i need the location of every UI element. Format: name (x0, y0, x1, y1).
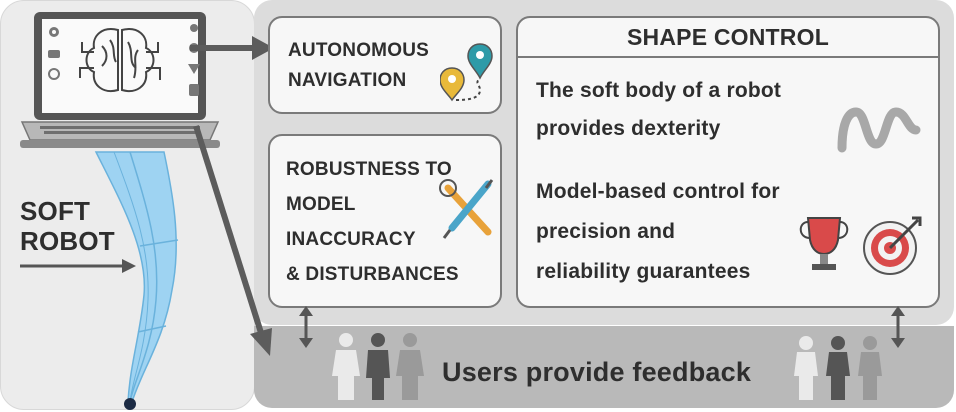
dexterity-line2: provides dexterity (536, 117, 721, 140)
brain-chip-icon (79, 28, 161, 92)
map-pin-icon (440, 43, 493, 102)
double-arrow-left-icon (299, 306, 313, 348)
model-control-line3: reliability guarantees (536, 260, 751, 283)
soft-robot-line2: ROBOT (20, 226, 115, 256)
screen-icons (48, 24, 200, 96)
model-control-line1: Model-based control for (536, 180, 780, 203)
model-control-text: Model-based control for precision and re… (536, 172, 780, 292)
soft-robot-line1: SOFT (20, 196, 91, 226)
robustness-line3: INACCURACY (286, 229, 416, 250)
robustness-line1: ROBUSTNESS TO (286, 159, 452, 180)
soft-robot-label: SOFT ROBOT (20, 196, 115, 256)
robustness-line2: MODEL (286, 194, 356, 215)
model-control-line2: precision and (536, 220, 676, 243)
shape-control-header: SHAPE CONTROL (518, 18, 938, 58)
double-arrow-right-icon (891, 306, 905, 348)
autonomous-line2: NAVIGATION (288, 70, 407, 91)
feedback-label: Users provide feedback (442, 357, 752, 387)
people-icon (332, 333, 424, 400)
autonomous-navigation-card: AUTONOMOUS NAVIGATION (268, 16, 502, 114)
robustness-line4: & DISTURBANCES (286, 264, 459, 285)
flow-arrows (190, 36, 274, 356)
soft-robot-body (94, 151, 179, 410)
shape-control-card: SHAPE CONTROL The soft body of a robot p… (516, 16, 940, 308)
shape-control-title: SHAPE CONTROL (627, 24, 829, 50)
people-group-right-icon (794, 336, 882, 400)
wrench-screwdriver-icon (439, 179, 494, 239)
trophy-icon (799, 217, 849, 270)
autonomous-line1: AUTONOMOUS (288, 40, 429, 61)
dexterity-line1: The soft body of a robot (536, 79, 782, 102)
robustness-card: ROBUSTNESS TO MODEL INACCURACY & DISTURB… (268, 134, 502, 308)
pointer-arrow-icon (20, 259, 136, 273)
laptop-icon (20, 12, 220, 148)
squiggle-icon (837, 107, 921, 153)
target-icon (863, 216, 922, 275)
dexterity-text: The soft body of a robot provides dexter… (536, 72, 781, 148)
